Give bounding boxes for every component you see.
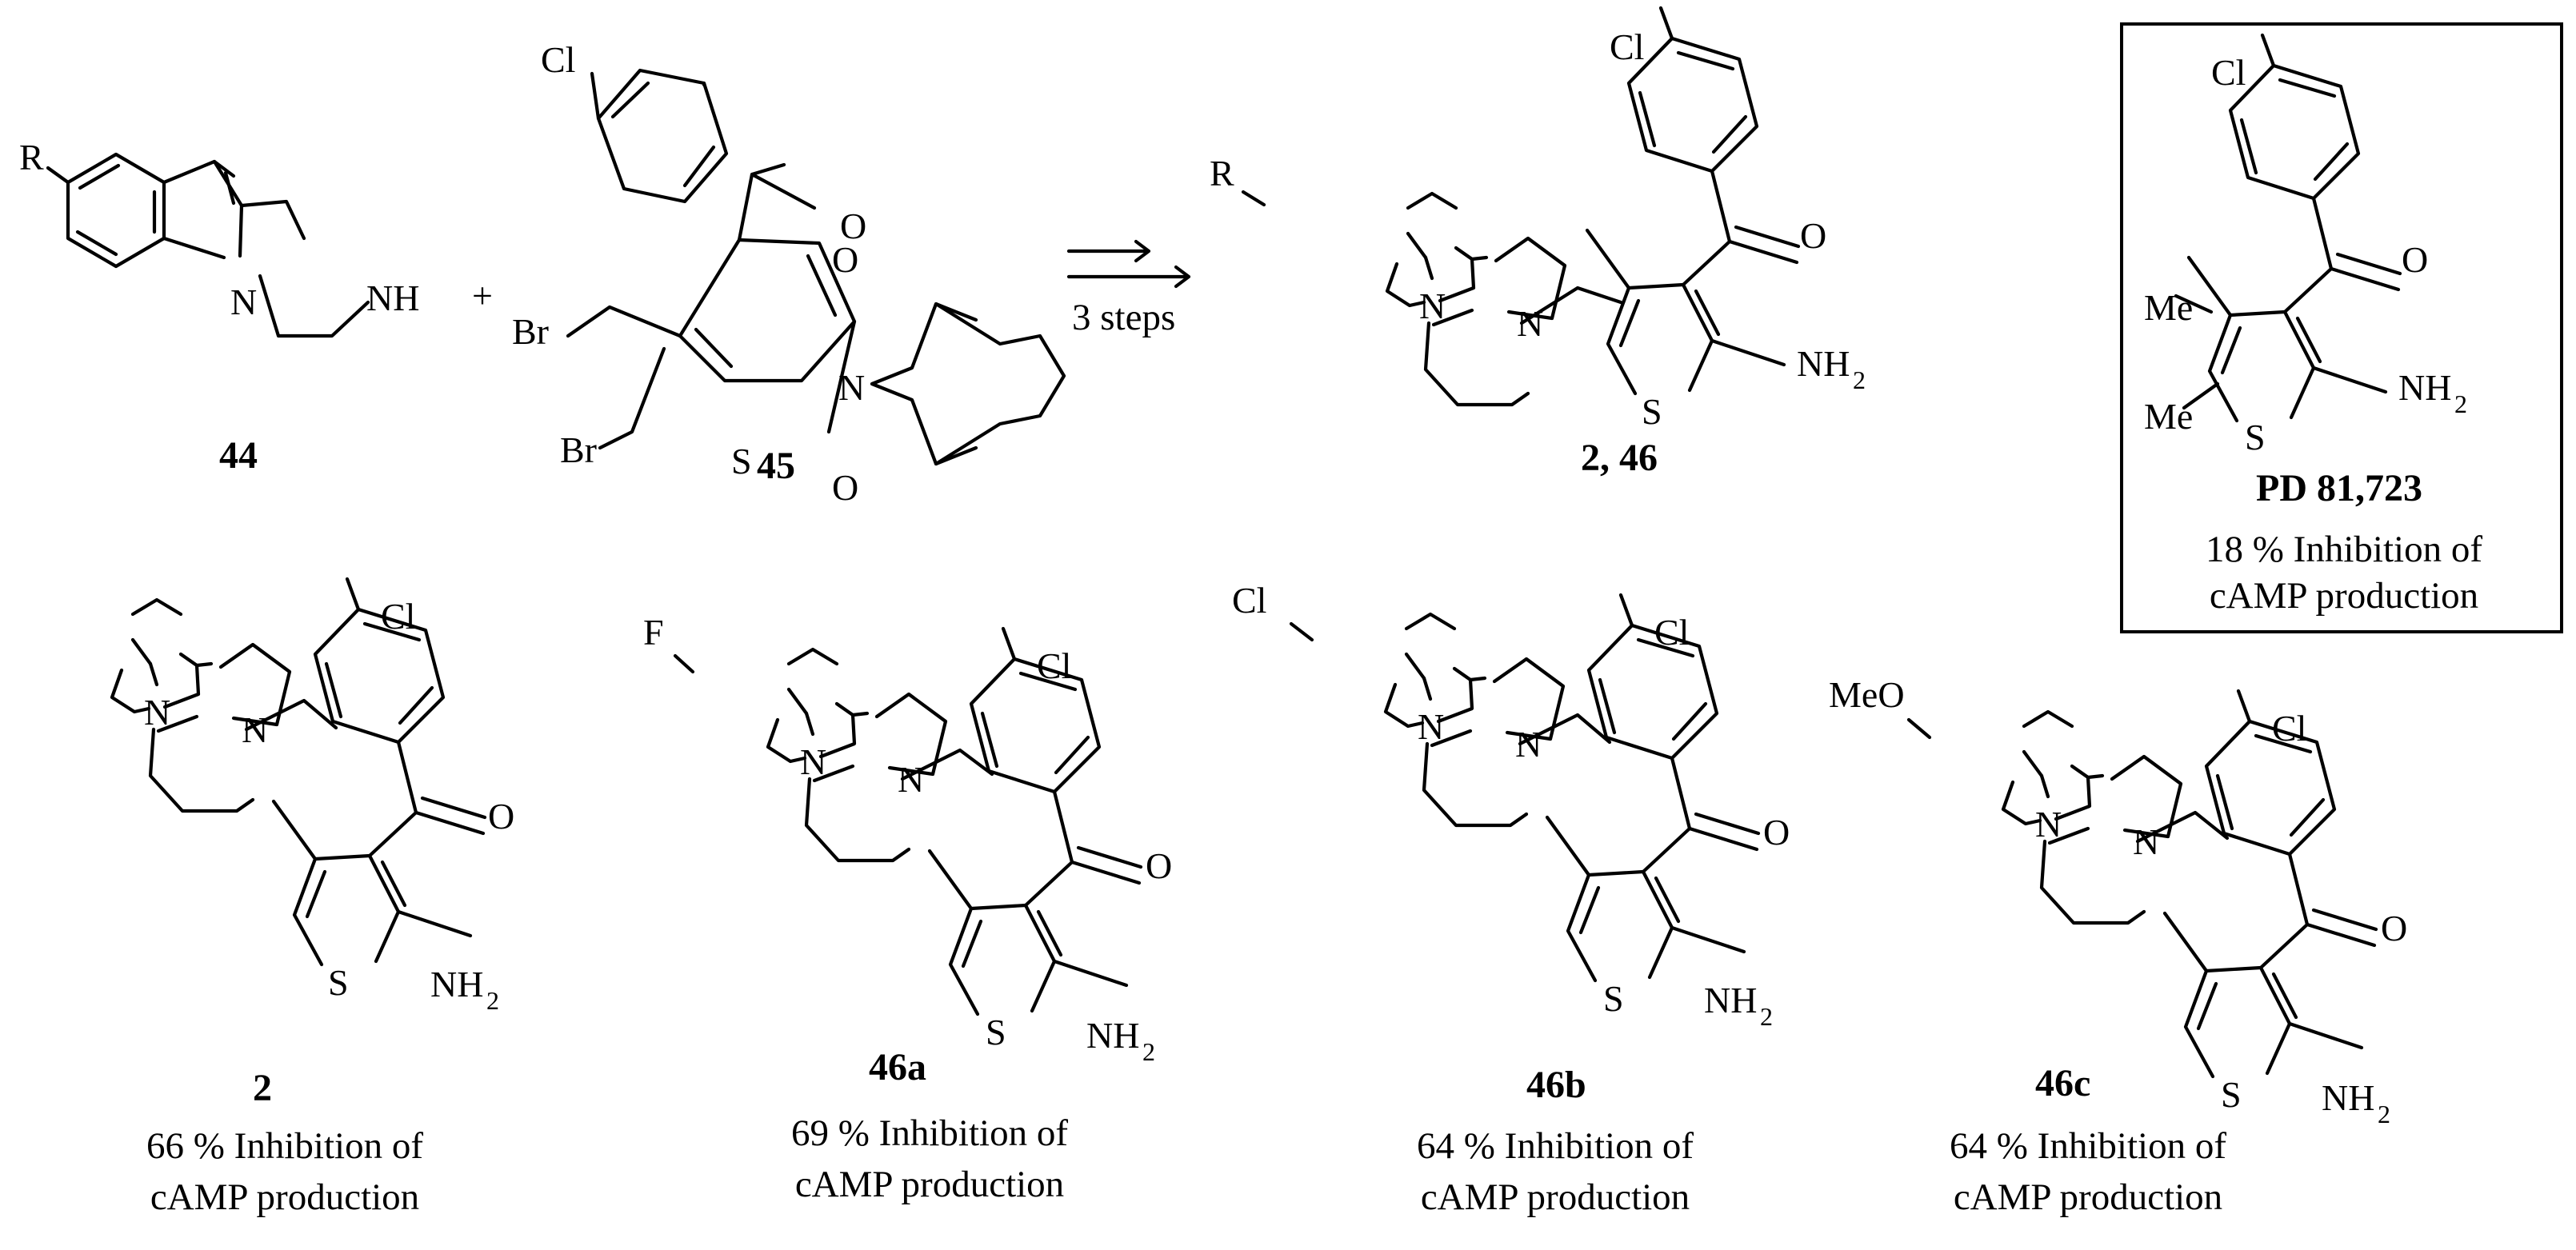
cl-atom-p: Cl [1610,26,1644,67]
o-atom-pd: O [2402,239,2428,280]
caption-46a-line2: cAMP production [795,1164,1064,1205]
f-atom-46a: F [643,612,664,653]
caption-pd-line1: 18 % Inhibition of [2206,529,2482,570]
reaction-arrow: 3 steps [1066,239,1191,338]
compound-label-46b: 46b [1526,1064,1586,1106]
n-atom-46c-2: N [2133,821,2159,862]
nh2-sub-46c: 2 [2378,1100,2390,1128]
n-atom-2a: N [144,692,170,733]
caption-46c-line2: cAMP production [1954,1176,2222,1218]
n-atom-46b-1: N [1418,706,1444,747]
caption-46b-line1: 64 % Inhibition of [1417,1125,1694,1167]
cl-atom-2: Cl [381,596,415,637]
n-atom-p2: N [1517,303,1543,344]
nh2-sub-2: 2 [486,986,499,1015]
compound-46a: F N N S O NH 2 Cl 46a 69 % Inhibition of… [643,612,1172,1205]
compound-label-pd: PD 81,723 [2256,467,2422,509]
r-group-product: R [1210,153,1234,194]
o-atom-46b: O [1763,812,1790,853]
nh2-sub-pd: 2 [2454,389,2467,418]
pd-81723-box: Me Me S O NH 2 Cl PD 81,723 18 % Inhibit… [2120,22,2563,633]
s-atom-46c: S [2221,1074,2242,1115]
caption-2-line2: cAMP production [150,1176,419,1218]
caption-46b-line2: cAMP production [1421,1176,1690,1218]
cl-atom-45: Cl [541,39,575,80]
n-atom-2b: N [242,709,268,750]
compound-label-46a: 46a [869,1046,926,1088]
o-atom-46a: O [1146,845,1172,886]
s-atom-45: S [731,441,752,481]
br-atom-ring: Br [560,429,597,470]
compound-label-46c: 46c [2035,1062,2090,1104]
nh2-atom-p: NH [1797,343,1850,384]
s-atom-46b: S [1603,978,1624,1019]
s-atom-46a: S [986,1012,1006,1052]
me-atom-1: Me [2144,287,2193,328]
n-atom-p1: N [1419,286,1446,326]
caption-46c-line1: 64 % Inhibition of [1950,1125,2226,1167]
caption-46a-line1: 69 % Inhibition of [791,1112,1068,1154]
caption-pd-line2: cAMP production [2210,575,2478,617]
n-atom-46a-2: N [898,759,924,800]
cl-atom-46a: Cl [1037,645,1071,686]
compound-46c: MeO N N S O NH 2 Cl 46c 64 % Inhibition … [1829,674,2407,1218]
o-atom-46c: O [2381,908,2407,948]
compound-label-2: 2 [253,1067,272,1109]
nh2-atom-46b: NH [1704,980,1757,1020]
br-atom-ch2br: Br [512,311,549,352]
s-atom-p: S [1642,391,1662,432]
n-atom-46a-1: N [800,741,826,782]
arrow-text: 3 steps [1072,297,1175,338]
compound-label-2-46: 2, 46 [1581,437,1658,479]
nh2-atom-46a: NH [1086,1015,1139,1056]
cl-atom-pd: Cl [2211,52,2246,93]
compound-44: R N NH 44 [19,137,419,477]
compound-2-46: R N N S O NH 2 Cl 2, 46 [1210,8,1866,479]
cl-atom-46b-ring: Cl [1232,580,1266,621]
s-atom-pd: S [2245,417,2266,457]
nh2-atom-2: NH [430,964,483,1004]
o-atom-imide-1: O [832,239,858,280]
s-atom-2: S [328,962,349,1003]
nh2-atom-46c: NH [2322,1077,2374,1118]
caption-2-line1: 66 % Inhibition of [146,1125,423,1167]
nh2-sub-p: 2 [1853,365,1866,394]
compound-label-44: 44 [219,434,258,477]
n-atom-46b-2: N [1515,724,1542,765]
cl-atom-46b: Cl [1654,612,1689,653]
o-atom-p: O [1800,215,1826,256]
n-atom-46c-1: N [2035,804,2062,845]
compound-45: S Br Br O N O O Cl 45 [512,39,1066,508]
n-atom: N [230,282,257,322]
me-atom-2: Me [2144,396,2193,437]
r-group: R [19,137,44,178]
meo-group-46c: MeO [1829,674,1905,715]
cl-atom-46c: Cl [2272,708,2306,749]
compound-2: N N S O NH 2 Cl 2 66 % Inhibition of cAM… [112,579,514,1218]
nh2-sub-46a: 2 [1142,1037,1155,1066]
o-atom-imide-2: O [832,467,858,508]
nh-atom: NH [366,278,419,318]
compound-46b: Cl N N S O NH 2 Cl 46b 64 % Inhibition o… [1232,580,1790,1218]
o-atom-45: O [840,206,866,246]
o-atom-2: O [488,796,514,837]
nh2-atom-pd: NH [2398,367,2451,408]
compound-label-45: 45 [757,445,795,487]
plus-sign: + [472,275,493,316]
n-atom-45: N [838,367,865,408]
nh2-sub-46b: 2 [1760,1002,1773,1031]
